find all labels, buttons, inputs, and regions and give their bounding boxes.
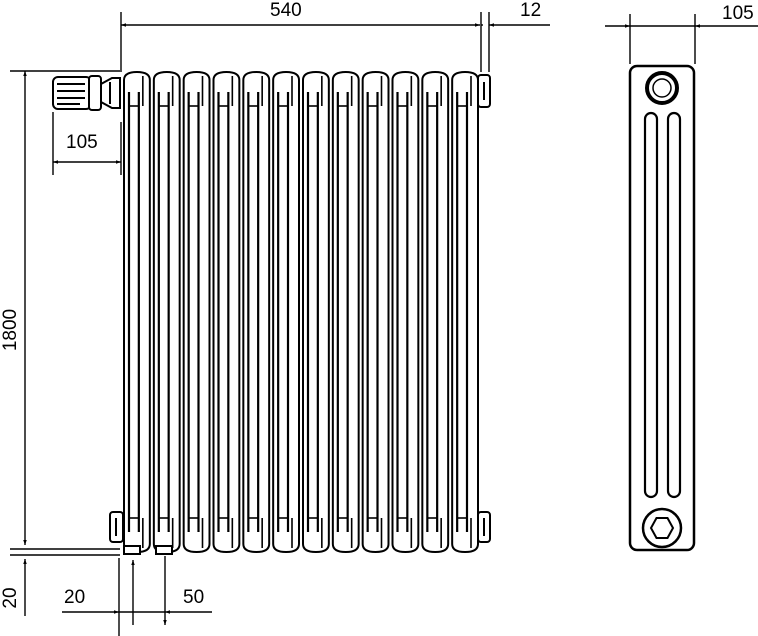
radiator-section <box>302 70 330 554</box>
end-plug-bottom-left <box>109 511 124 543</box>
radiator-section <box>391 70 420 554</box>
radiator-section <box>272 70 300 554</box>
dim-width-label: 540 <box>270 0 302 21</box>
dim-connection-offset-label: 20 <box>64 587 85 608</box>
pipe-connections <box>123 545 173 555</box>
dim-endcap-label: 12 <box>520 0 541 21</box>
front-view <box>52 70 491 555</box>
round-plug-icon <box>645 71 679 105</box>
radiator-section <box>361 70 390 554</box>
dim-depth-label: 105 <box>722 3 754 24</box>
dim-height-label: 1800 <box>0 309 21 351</box>
radiator-section <box>212 70 241 554</box>
thermostatic-valve-icon <box>52 75 121 111</box>
radiator-section <box>242 70 271 554</box>
dimensions-front <box>10 12 550 636</box>
radiator-section <box>123 70 151 554</box>
radiator-section <box>152 70 181 554</box>
radiator-sections <box>123 70 479 554</box>
side-view <box>628 64 696 552</box>
radiator-section <box>331 70 360 554</box>
dim-connection-spacing-label: 50 <box>183 587 204 608</box>
radiator-section <box>421 70 450 554</box>
radiator-section <box>451 70 479 554</box>
dimensions-side <box>605 14 758 64</box>
end-plug-right <box>477 74 491 543</box>
dim-valve-label: 105 <box>66 132 98 153</box>
dim-bottom-clearance-label: 20 <box>0 587 21 608</box>
hex-plug-icon <box>641 507 683 549</box>
radiator-section <box>182 70 211 554</box>
